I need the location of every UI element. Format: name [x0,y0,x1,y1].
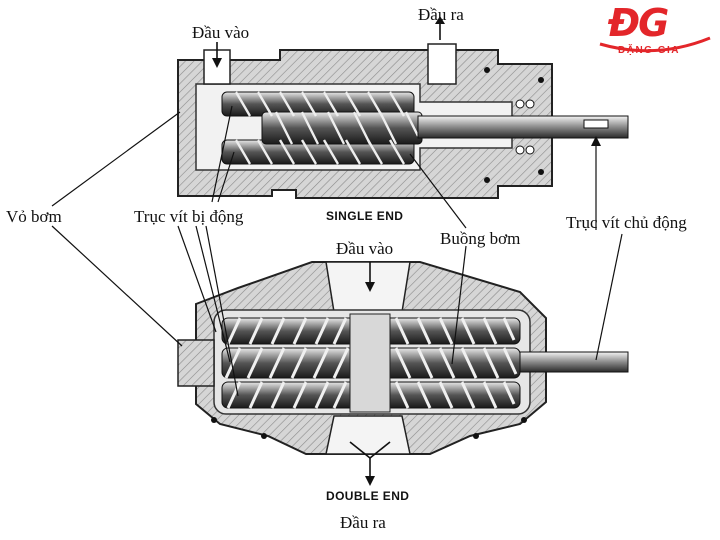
casing-label: Vỏ bơm [6,207,62,226]
double-end-pump [177,261,629,455]
double-end-outlet-port [325,415,411,455]
single-end-flights [234,91,420,165]
logo-swoosh-icon [599,36,711,53]
single-end-caption: SINGLE END [326,209,404,223]
inlet-bottom-label: Đầu vào [336,239,394,258]
leader-lines [51,105,623,397]
single-end-pump [177,43,629,199]
logo-mark: ĐG [608,1,669,45]
drive-screw-label: Trục vít chủ động [566,213,687,232]
double-end-center-gap [349,313,391,413]
idler-screw-label: Trục vít bị động [134,207,244,226]
single-end-shaft-key [583,119,609,129]
outlet-top-label: Đầu ra [418,5,464,24]
double-end-shaft [519,351,629,373]
chamber-label: Buồng bơm [440,229,521,248]
arrow-heads [212,16,601,486]
logo-name: ĐẶNG GIA [618,45,680,56]
outlet-bottom-label: Đầu ra [340,513,386,532]
single-end-bolts [484,67,544,183]
single-end-outlet-port [427,43,457,85]
single-end-bearing [515,99,535,155]
dang-gia-logo: ĐG ĐẶNG GIA [596,4,714,62]
inlet-top-label: Đầu vào [192,23,250,42]
single-end-shaft [417,115,629,139]
double-end-left-end-cap [177,339,215,387]
double-end-caption: DOUBLE END [326,489,410,503]
double-end-bolts [211,417,527,439]
double-end-flights [224,317,518,409]
